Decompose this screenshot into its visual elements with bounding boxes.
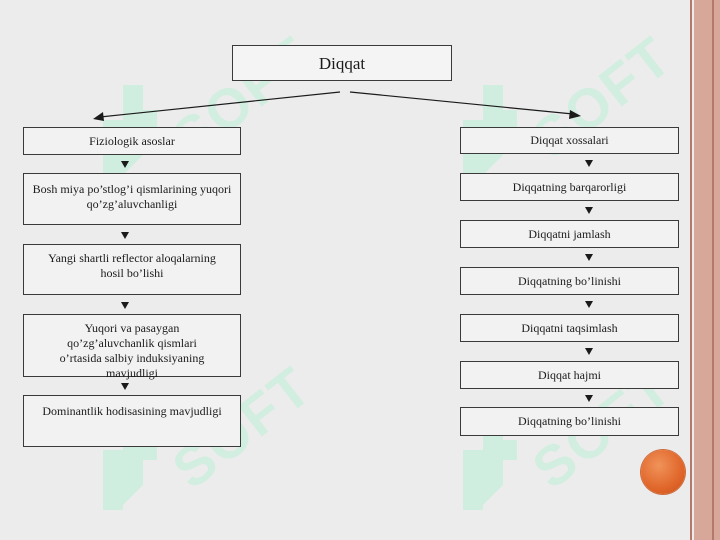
down-arrow-icon [121, 232, 129, 239]
right-box-5: Diqqat hajmi [460, 361, 679, 389]
watermark-logo-icon [463, 415, 517, 510]
right-box-3: Diqqatning bo’linishi [460, 267, 679, 295]
down-arrow-icon [121, 302, 129, 309]
root-box: Diqqat [232, 45, 452, 81]
down-arrow-icon [585, 207, 593, 214]
right-box-4: Diqqatni taqsimlash [460, 314, 679, 342]
down-arrow-icon [585, 395, 593, 402]
connector-right [349, 91, 574, 115]
right-box-6: Diqqatning bo’linishi [460, 407, 679, 436]
arrowhead-right-icon [569, 110, 581, 119]
down-arrow-icon [121, 161, 129, 168]
down-arrow-icon [121, 383, 129, 390]
connector-left [99, 91, 341, 118]
left-box-2: Yangi shartli reflector aloqalarning hos… [23, 244, 241, 295]
right-box-0: Diqqat xossalari [460, 127, 679, 154]
left-box-0: Fiziologik asoslar [23, 127, 241, 155]
arrowhead-left-icon [93, 112, 104, 121]
right-box-1: Diqqatning barqarorligi [460, 173, 679, 201]
right-box-2: Diqqatni jamlash [460, 220, 679, 248]
down-arrow-icon [585, 348, 593, 355]
down-arrow-icon [585, 301, 593, 308]
down-arrow-icon [585, 254, 593, 261]
orange-orb-button[interactable] [641, 450, 685, 494]
left-box-1: Bosh miya po’stlog’i qismlarining yuqori… [23, 173, 241, 225]
left-box-3: Yuqori va pasaygan qo’zg’aluvchanlik qis… [23, 314, 241, 380]
slide-border-line [712, 0, 714, 540]
left-box-4: Dominantlik hodisasining mavjudligi [23, 395, 241, 447]
slide-border-line [690, 0, 692, 540]
slide-border-strip [694, 0, 720, 540]
down-arrow-icon [585, 160, 593, 167]
